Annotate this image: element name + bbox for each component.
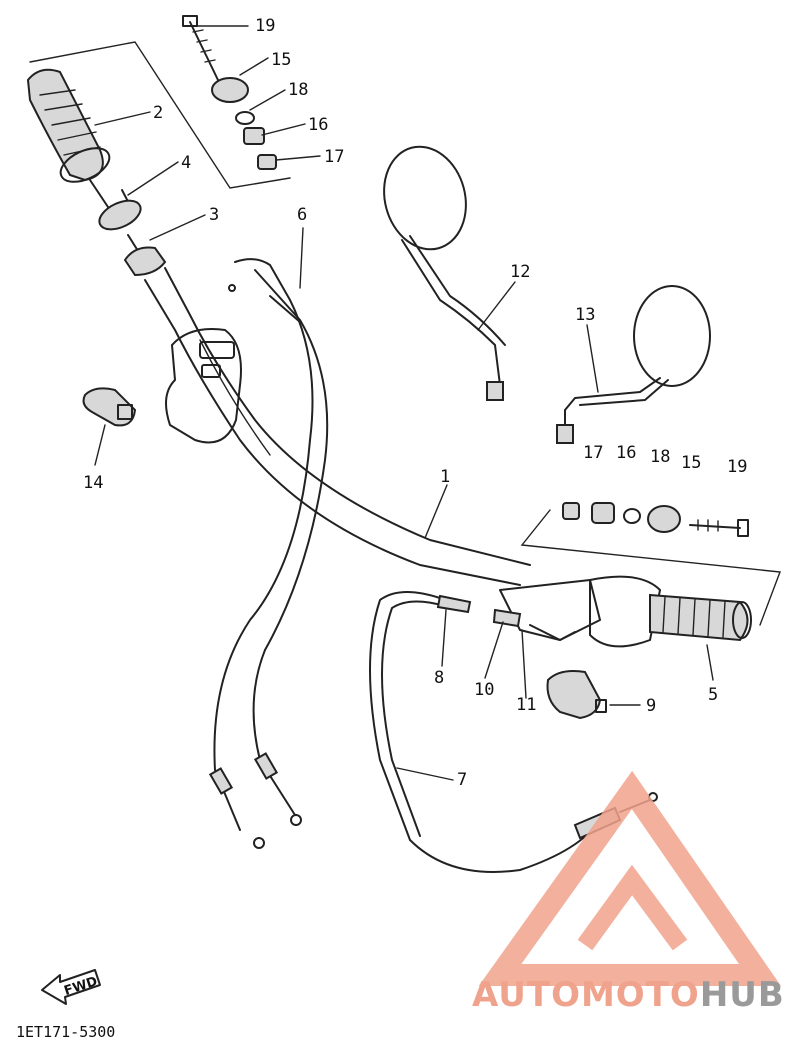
- switch-part-14: [82, 387, 137, 427]
- callout-2: 2: [153, 103, 163, 123]
- callout-18-top: 18: [288, 80, 308, 100]
- callout-15-right: 15: [681, 453, 701, 473]
- callout-16-top: 16: [308, 115, 328, 135]
- callout-5: 5: [708, 685, 718, 705]
- right-grip-part-5: [589, 575, 752, 648]
- callout-17-right: 17: [583, 443, 603, 463]
- right-lever-housing: [499, 579, 601, 641]
- callout-14: 14: [83, 473, 103, 493]
- callout-7: 7: [457, 770, 467, 790]
- mirror-right-part-13: [556, 285, 711, 444]
- leader-lines: [94, 25, 714, 781]
- callout-19-right: 19: [727, 457, 747, 477]
- callout-labels: 19 15 18 16 17 2 4 3 6 12 13 1 14 17 16 …: [83, 16, 747, 790]
- callout-16-right: 16: [616, 443, 636, 463]
- watermark-text-primary: AUTOMOTO: [472, 975, 700, 1015]
- callout-19-top: 19: [255, 16, 275, 36]
- left-bracket-outline: [29, 41, 291, 189]
- callout-6: 6: [297, 205, 307, 225]
- left-clamp-part-3: [123, 234, 167, 277]
- callout-8: 8: [434, 668, 444, 688]
- diagram-code: 1ET171-5300: [16, 1023, 115, 1041]
- callout-9: 9: [646, 696, 656, 716]
- right-fasteners-group: [562, 502, 749, 537]
- left-grip-part-2: [26, 68, 111, 183]
- callout-15-top: 15: [271, 50, 291, 70]
- fwd-label: FWD: [62, 974, 99, 999]
- callout-3: 3: [209, 205, 219, 225]
- callout-10: 10: [474, 680, 494, 700]
- right-bracket-outline: [520, 509, 781, 626]
- left-switch-housing: [165, 328, 242, 444]
- callout-18-right: 18: [650, 447, 670, 467]
- top-fasteners-group: [182, 15, 277, 170]
- watermark-text: AUTOMOTOHUB: [472, 975, 785, 1015]
- fwd-arrow-icon: FWD: [41, 969, 101, 1005]
- callout-17-top: 17: [324, 147, 344, 167]
- mirror-left-part-12: [383, 145, 506, 401]
- callout-11: 11: [516, 695, 536, 715]
- throttle-cables-part-6: [208, 258, 329, 849]
- watermark-text-secondary: HUB: [700, 975, 785, 1015]
- handlebar-part-1: [144, 267, 531, 586]
- callout-1: 1: [440, 467, 450, 487]
- watermark-logo-icon: [478, 770, 781, 986]
- callout-12: 12: [510, 262, 530, 282]
- callout-13: 13: [575, 305, 595, 325]
- callout-4: 4: [181, 153, 191, 173]
- switch-part-9: [546, 670, 607, 720]
- left-collar-part-4: [89, 179, 142, 231]
